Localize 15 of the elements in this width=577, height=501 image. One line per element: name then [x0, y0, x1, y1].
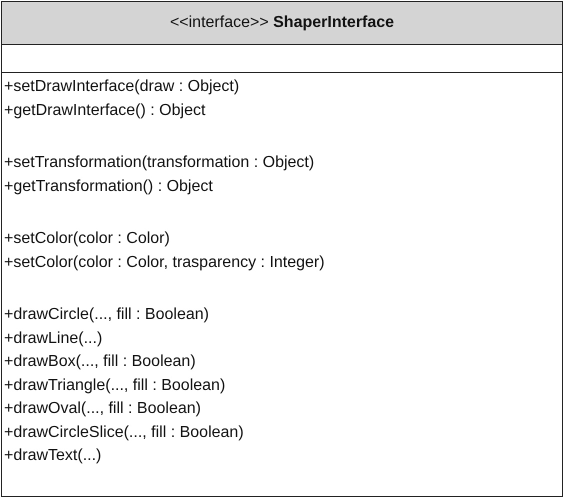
method-signature: +drawOval(..., fill : Boolean): [3, 399, 202, 419]
class-box: [1, 1, 563, 497]
method-signature: +getDrawInterface() : Object: [3, 100, 206, 120]
class-header: <<interface>> ShaperInterface: [2, 2, 562, 45]
method-signature: +getTransformation() : Object: [3, 176, 214, 196]
method-signature: +setColor(color : Color): [3, 229, 171, 249]
method-signature: +setTransformation(transformation : Object): [3, 153, 316, 173]
method-signature: +drawCircleSlice(..., fill : Boolean): [3, 422, 245, 442]
method-signature: +drawLine(...): [3, 328, 104, 348]
method-signature: +drawBox(..., fill : Boolean): [3, 352, 197, 372]
method-signature: +setColor(color : Color, trasparency : Integer): [3, 252, 326, 272]
method-signature: +setDrawInterface(draw : Object): [3, 77, 240, 97]
method-signature: +drawCircle(..., fill : Boolean): [3, 305, 210, 325]
method-signature: +drawTriangle(..., fill : Boolean): [3, 376, 226, 396]
method-signature: +drawText(...): [3, 446, 102, 466]
